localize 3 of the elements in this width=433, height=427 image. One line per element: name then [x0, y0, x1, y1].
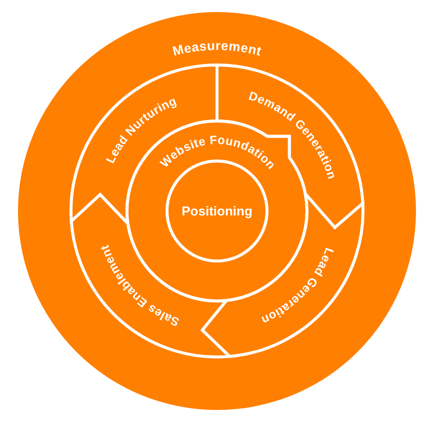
- outer-circle: [18, 12, 416, 410]
- center-label: Positioning: [182, 204, 252, 218]
- layer-label: Measurement: [171, 38, 264, 59]
